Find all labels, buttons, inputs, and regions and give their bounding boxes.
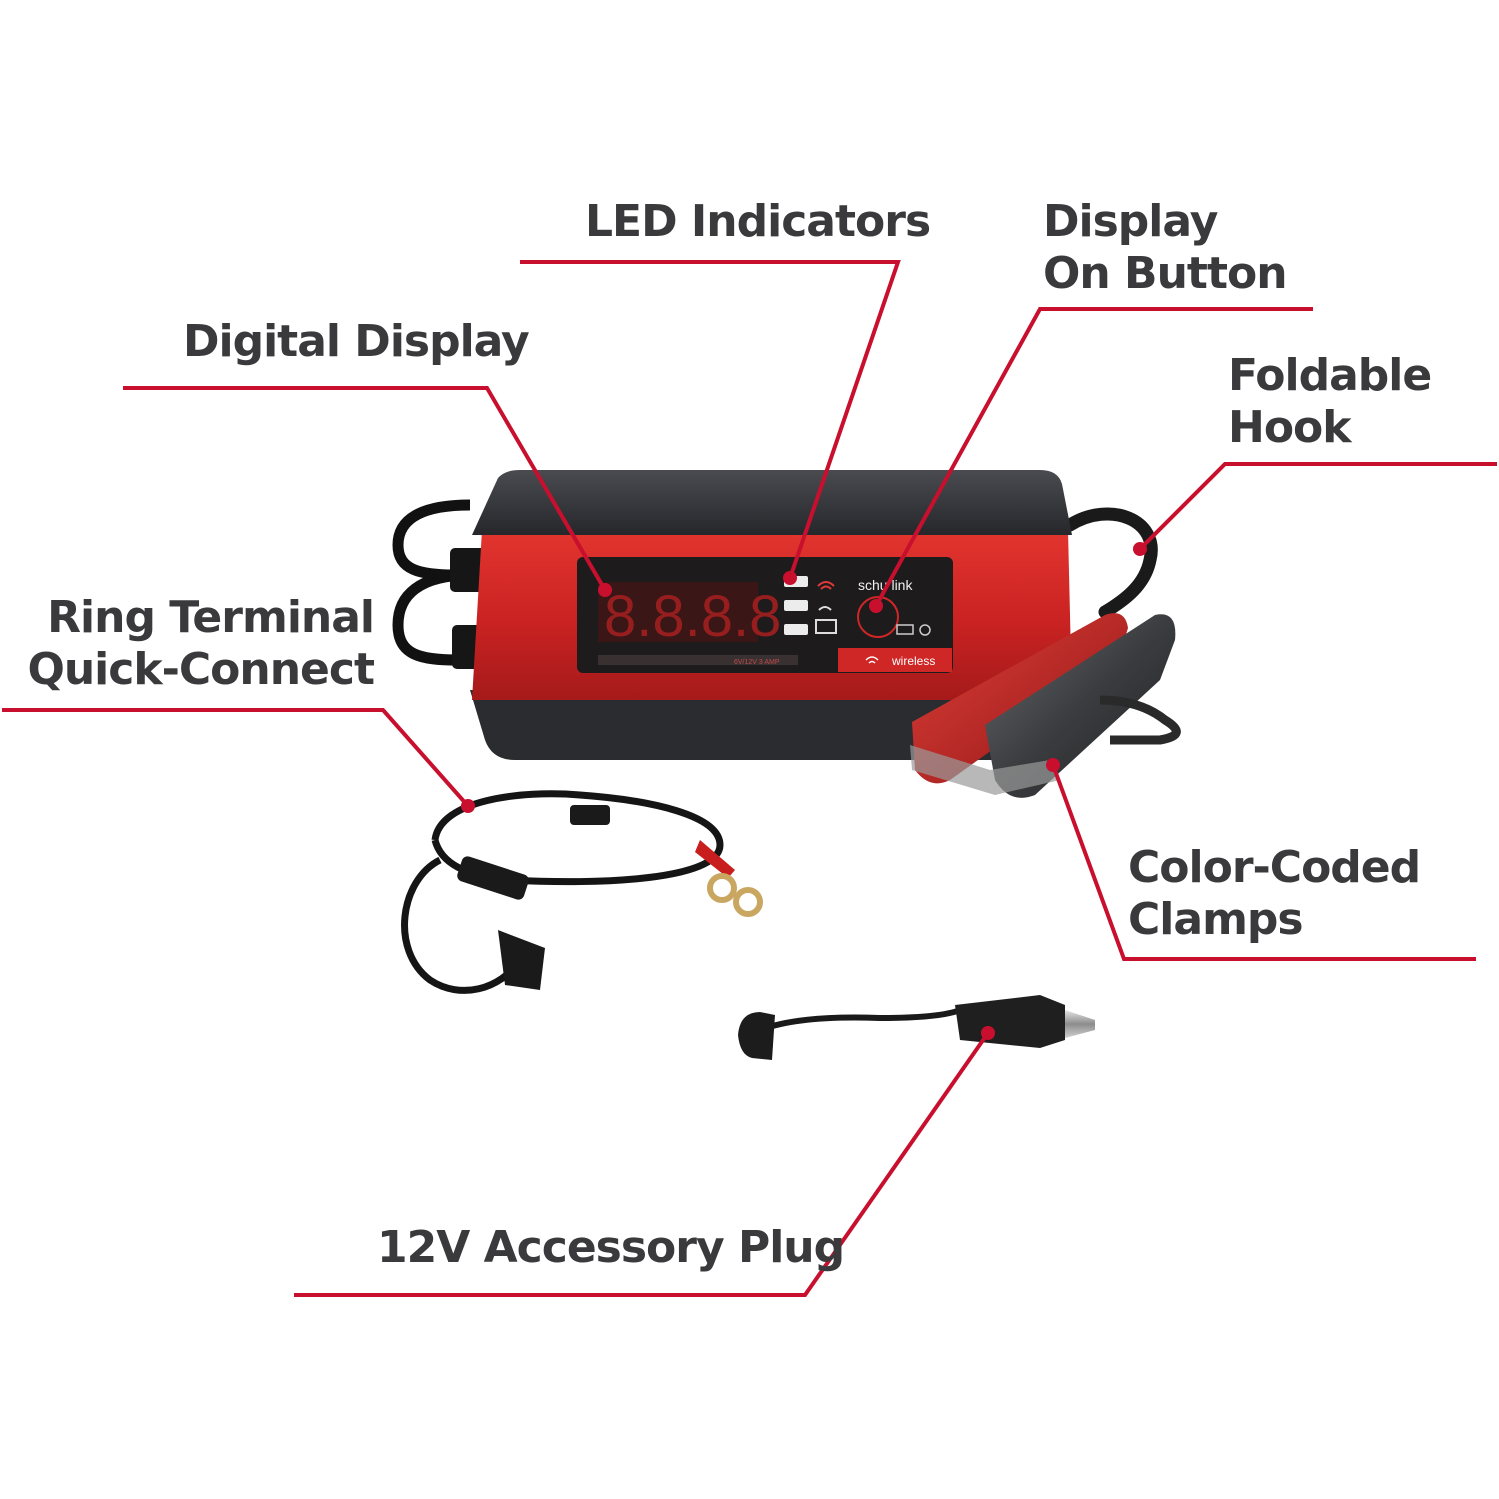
fine-print bbox=[598, 655, 798, 665]
label-display-button-line-2: On Button bbox=[1043, 248, 1288, 299]
top-cap bbox=[472, 470, 1072, 535]
label-digital-display-line-1: Digital Display bbox=[183, 316, 530, 367]
dot-led bbox=[783, 571, 797, 585]
ring-terminal-cable bbox=[401, 790, 763, 994]
dot-hook bbox=[1133, 542, 1147, 556]
ring-terminal-2 bbox=[733, 887, 763, 917]
quick-connect-plug bbox=[457, 856, 529, 900]
color-coded-clamps bbox=[910, 613, 1181, 798]
line-hook bbox=[1138, 462, 1497, 551]
dot-digital-display bbox=[598, 583, 612, 597]
accessory-connector bbox=[738, 1012, 775, 1060]
label-ring-terminal: Ring Terminal Quick-Connect bbox=[27, 592, 375, 696]
wireless-strip bbox=[838, 648, 952, 672]
label-led-line-1: LED Indicators bbox=[585, 196, 931, 247]
label-display-button-line-1: Display bbox=[1043, 196, 1218, 247]
dot-clamps bbox=[1046, 758, 1060, 772]
label-hook-line-2: Hook bbox=[1228, 402, 1352, 453]
dot-ring bbox=[461, 799, 475, 813]
line-digital-display bbox=[123, 386, 607, 592]
battery-led-icon bbox=[815, 619, 837, 634]
display-digits: 8.8.8.8 bbox=[604, 584, 781, 649]
wireless-text: wireless bbox=[891, 654, 935, 668]
sad-face-icon bbox=[818, 606, 832, 611]
quick-connect-cap bbox=[498, 930, 545, 990]
red-terminal-boot bbox=[695, 840, 735, 878]
line-led bbox=[520, 260, 901, 579]
label-digital-display: Digital Display bbox=[183, 316, 530, 368]
cable-loop-top bbox=[392, 499, 471, 581]
display-on-button bbox=[857, 596, 899, 638]
fuse-holder bbox=[570, 805, 610, 825]
line-plug bbox=[294, 1031, 990, 1297]
cable-loop-bottom bbox=[392, 569, 471, 666]
label-clamps-line-2: Clamps bbox=[1128, 894, 1304, 945]
clamp-jaws bbox=[910, 745, 1060, 795]
label-display-on-button: Display On Button bbox=[1043, 196, 1288, 300]
dot-display-button bbox=[869, 599, 883, 613]
label-led-indicators: LED Indicators bbox=[585, 196, 931, 248]
line-ring bbox=[2, 708, 470, 808]
power-icon bbox=[919, 624, 931, 636]
ring-cable-lead bbox=[401, 856, 523, 994]
label-plug-line-1: 12V Accessory Plug bbox=[377, 1222, 845, 1273]
label-clamps-line-1: Color-Coded bbox=[1128, 842, 1421, 893]
rating-text: 6V/12V 3 AMP bbox=[734, 659, 780, 666]
wifi-led-icon bbox=[817, 581, 835, 590]
line-display-button bbox=[874, 307, 1313, 607]
red-clamp bbox=[912, 613, 1128, 784]
plug-tip bbox=[1065, 1010, 1095, 1038]
foldable-hook bbox=[1063, 507, 1158, 619]
label-color-coded-clamps: Color-Coded Clamps bbox=[1128, 842, 1421, 946]
accessory-plug bbox=[738, 995, 1095, 1060]
label-foldable-hook: Foldable Hook bbox=[1228, 350, 1432, 454]
label-ring-line-1: Ring Terminal bbox=[47, 592, 375, 643]
line-clamps bbox=[1051, 764, 1476, 961]
accessory-cable bbox=[758, 1007, 962, 1033]
dot-plug bbox=[981, 1026, 995, 1040]
digital-display: 8.8.8.8 bbox=[598, 582, 781, 649]
label-accessory-plug: 12V Accessory Plug bbox=[377, 1222, 845, 1274]
plug-body bbox=[955, 995, 1065, 1048]
clamp-spring bbox=[1099, 695, 1181, 745]
ring-terminal-1 bbox=[707, 873, 737, 903]
battery-icon bbox=[896, 624, 914, 635]
label-ring-line-2: Quick-Connect bbox=[27, 644, 375, 695]
callout-lines bbox=[2, 260, 1497, 1297]
label-hook-line-1: Foldable bbox=[1228, 350, 1432, 401]
wifi-icon bbox=[865, 656, 879, 664]
black-clamp bbox=[985, 614, 1176, 798]
